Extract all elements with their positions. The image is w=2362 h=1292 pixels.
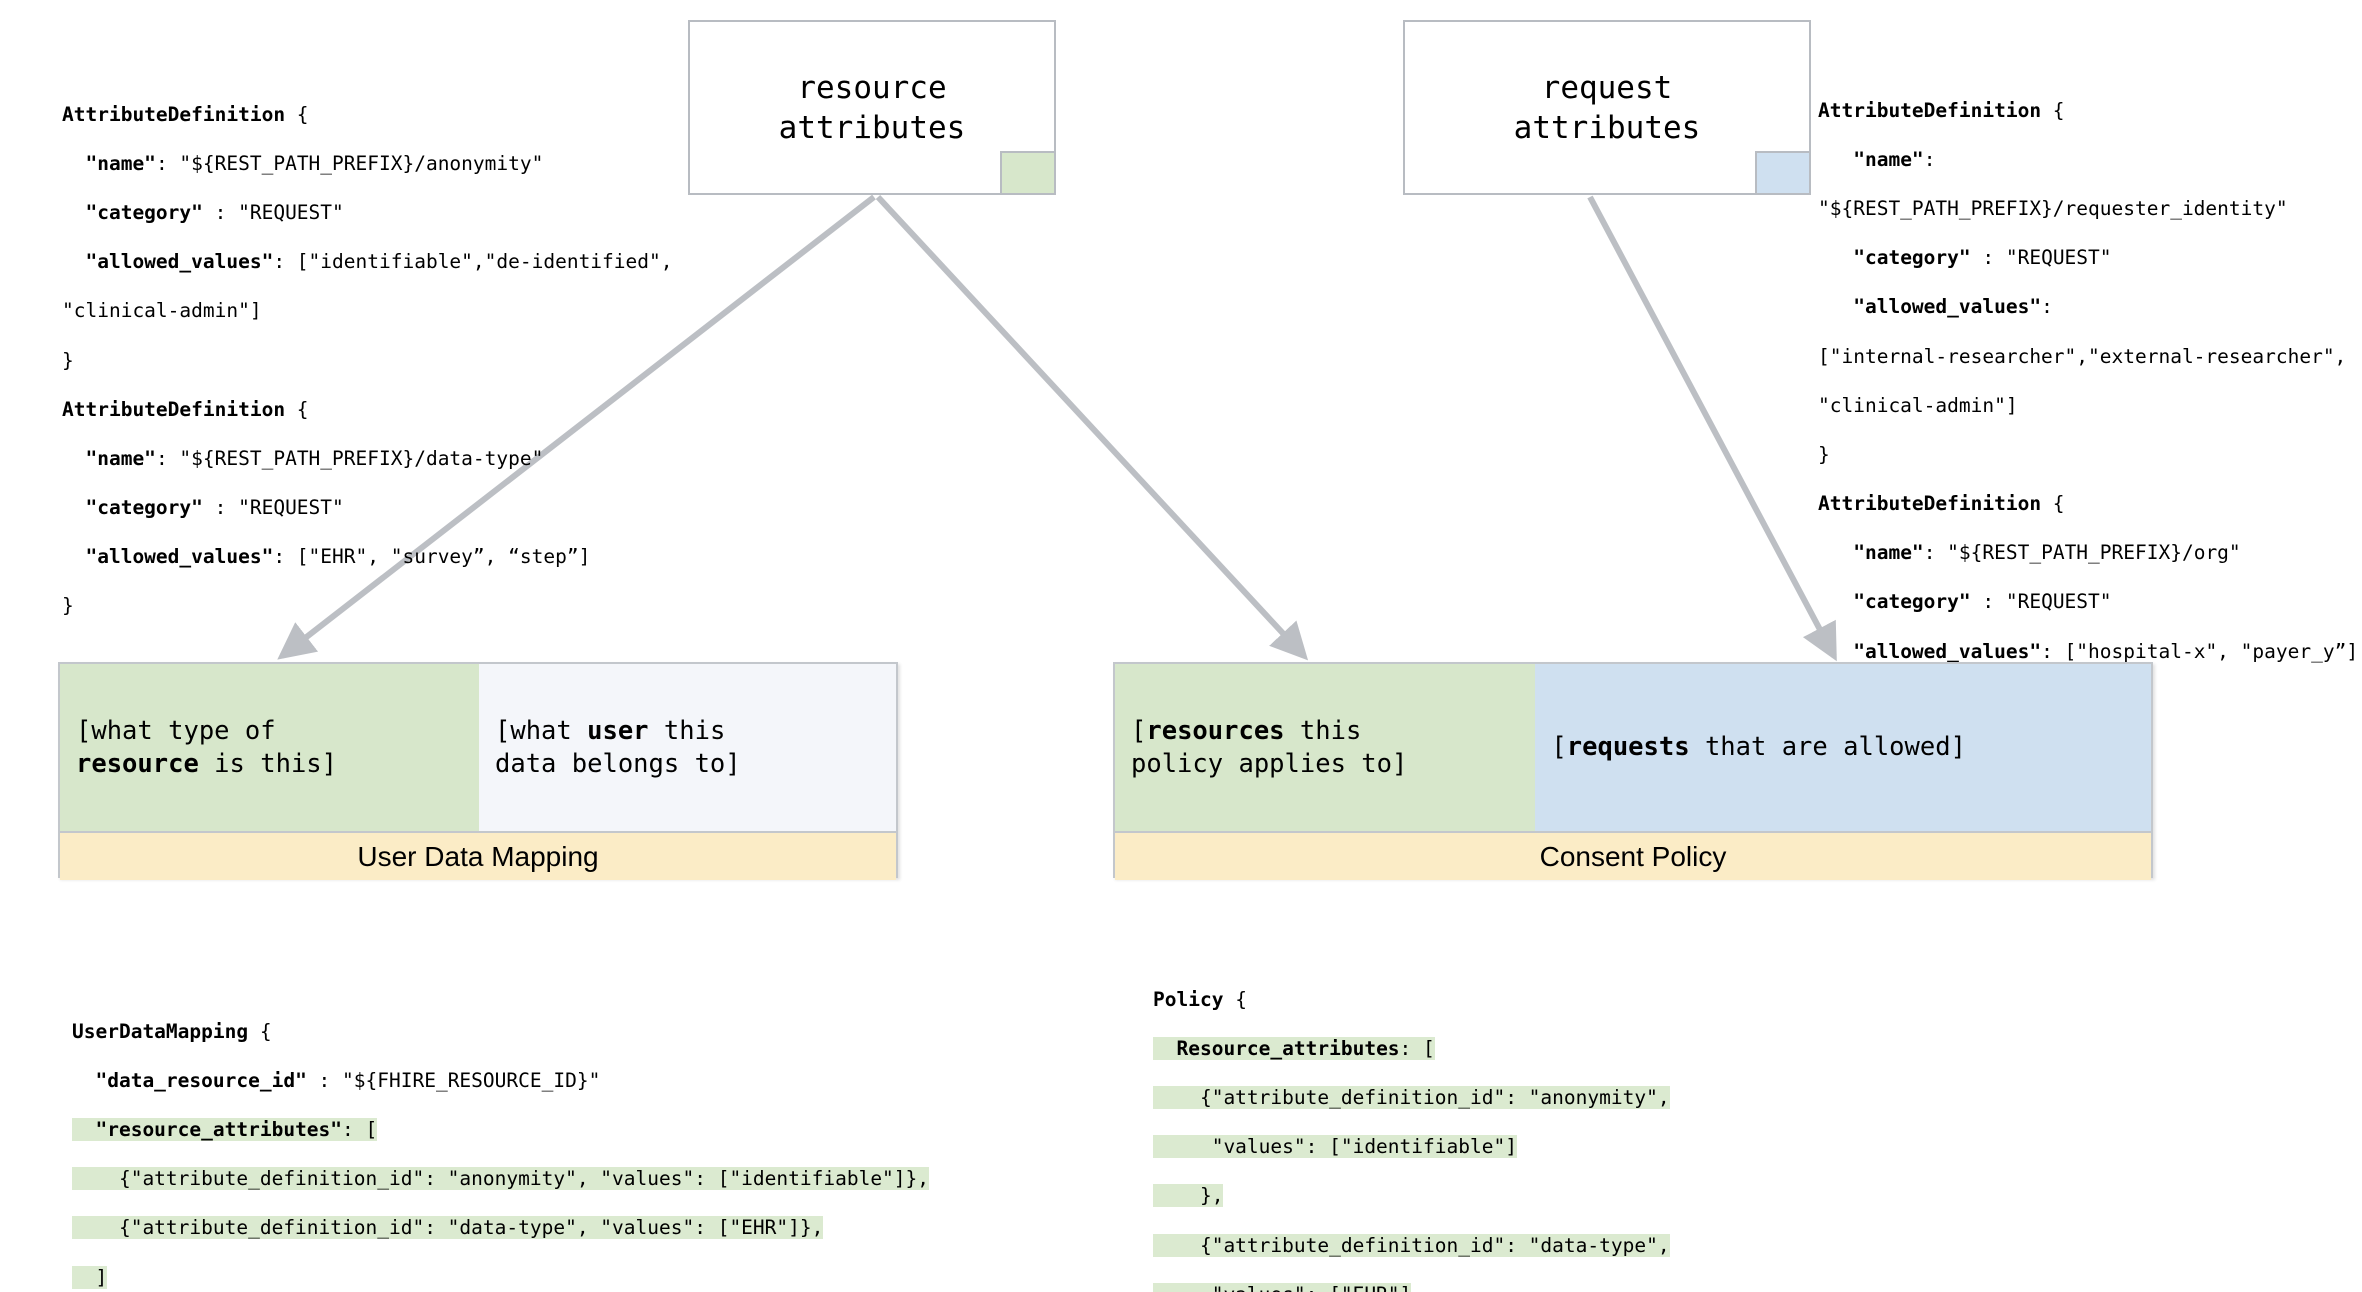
code-line: "name": xyxy=(1853,147,1936,171)
code-line: {"attribute_definition_id": "anonymity",… xyxy=(72,1167,930,1191)
code-line: ["internal-researcher","external-researc… xyxy=(1818,344,2347,368)
code-line: "data_resource_id" : "${FHIRE_RESOURCE_I… xyxy=(95,1068,601,1092)
code-line: Resource_attributes: [ xyxy=(1153,1036,2362,1062)
attribute-definition-right-block: AttributeDefinition { "name": "${REST_PA… xyxy=(1818,74,2358,763)
code-line: }, xyxy=(1153,1184,1224,1208)
code-line: AttributeDefinition { xyxy=(62,397,309,421)
code-line: AttributeDefinition { xyxy=(62,102,309,126)
attribute-definition-left-block: AttributeDefinition { "name": "${REST_PA… xyxy=(62,78,673,668)
user-data-mapping-footer-label: User Data Mapping xyxy=(60,831,896,880)
code-line: AttributeDefinition { xyxy=(1818,492,2065,516)
code-line: "allowed_values": ["identifiable","de-id… xyxy=(85,250,673,274)
policy-requests-cell: [requests that are allowed] xyxy=(1535,664,2151,831)
code-line: "values": ["EHR"] xyxy=(1153,1282,2362,1292)
code-line: "name": "${REST_PATH_PREFIX}/org" xyxy=(1853,541,2241,565)
code-line: "clinical-admin"] xyxy=(1818,393,2018,417)
code-line: UserDataMapping { xyxy=(72,1019,272,1043)
arrow-resource-attributes-to-consent-policy xyxy=(875,194,1309,661)
green-swatch-icon xyxy=(1000,151,1056,195)
code-line: "values": ["identifiable"] xyxy=(1153,1135,1517,1159)
code-line: ] xyxy=(72,1265,108,1289)
policy-code-block: Policy { Resource_attributes: [ {"attrib… xyxy=(1153,963,2362,1292)
code-line: } xyxy=(62,594,74,618)
code-line: Policy { xyxy=(1153,987,1247,1011)
consent-policy-footer-label: Consent Policy xyxy=(1115,831,2151,880)
code-line: "${REST_PATH_PREFIX}/requester_identity" xyxy=(1818,196,2288,220)
code-line: } xyxy=(62,348,74,372)
code-line: "allowed_values": ["EHR", "survey”, “ste… xyxy=(85,545,591,569)
code-line: "category" : "REQUEST" xyxy=(1853,246,2112,270)
code-line: } xyxy=(1818,442,1830,466)
code-line: AttributeDefinition { xyxy=(1818,98,2065,122)
code-line: "category" : "REQUEST" xyxy=(1853,590,2112,614)
code-line: "category" : "REQUEST" xyxy=(85,200,344,224)
code-line: "allowed_values": ["hospital-x", "payer_… xyxy=(1853,639,2359,663)
code-line: "clinical-admin"] xyxy=(62,299,262,323)
user-data-mapping-code-block: UserDataMapping { "data_resource_id" : "… xyxy=(72,995,930,1292)
code-line: "resource_attributes": [ xyxy=(72,1117,929,1143)
code-line: "category" : "REQUEST" xyxy=(85,496,344,520)
code-line: {"attribute_definition_id": "anonymity", xyxy=(1153,1085,1670,1109)
code-line: {"attribute_definition_id": "data-type", xyxy=(1153,1233,1670,1257)
code-line: "allowed_values": xyxy=(1853,295,2053,319)
code-line: "name": "${REST_PATH_PREFIX}/data-type" xyxy=(85,446,544,470)
arrow-request-attributes-to-consent-policy xyxy=(1587,195,1837,662)
code-line: {"attribute_definition_id": "data-type",… xyxy=(72,1216,824,1240)
code-line: "name": "${REST_PATH_PREFIX}/anonymity" xyxy=(85,151,544,175)
blue-swatch-icon xyxy=(1755,151,1811,195)
